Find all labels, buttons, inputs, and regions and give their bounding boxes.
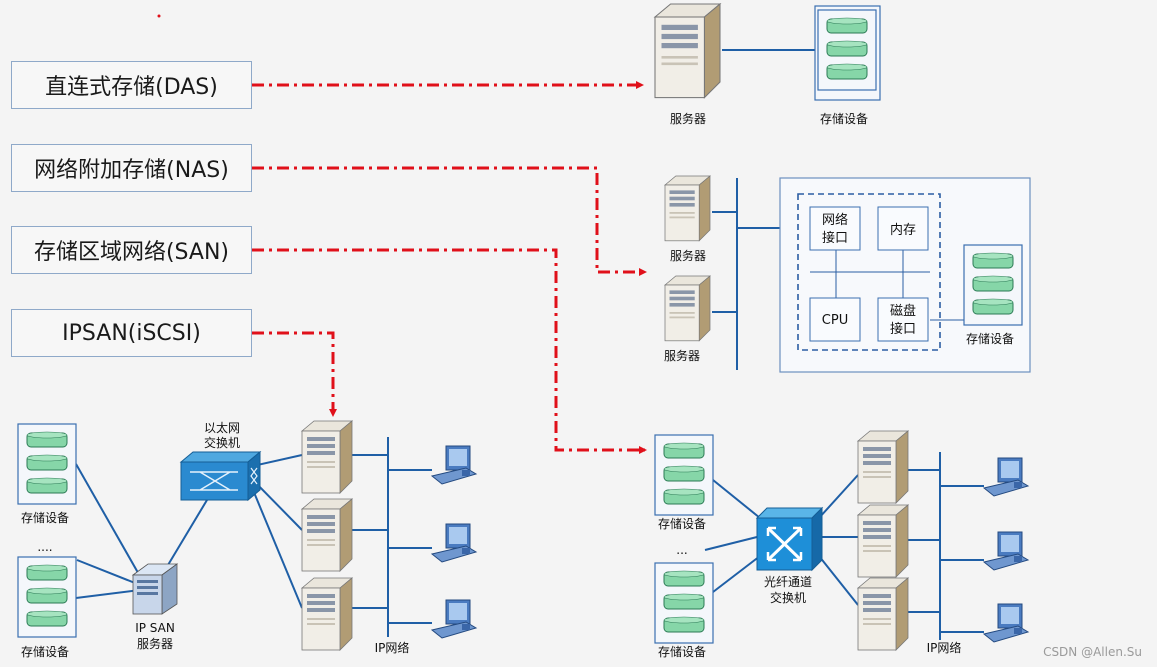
nas-network-interface-line2: 接口 — [822, 230, 848, 246]
ipsan-arrow — [252, 331, 337, 417]
ipsan-ip-network-caption: IP网络 — [375, 640, 410, 655]
nas-server-top-caption: 服务器 — [670, 248, 706, 263]
san-ellipsis: ... — [676, 543, 687, 557]
nas-storage-icon — [963, 244, 1023, 326]
ipsan-pc-1-icon — [431, 445, 477, 485]
ip-san-server-caption-line1: IP SAN — [135, 621, 175, 635]
san-storage-top-caption: 存储设备 — [658, 516, 706, 531]
ipsan-server-2-icon — [301, 498, 353, 572]
ipsan-server-1-icon — [301, 420, 353, 494]
fibre-channel-switch-icon — [755, 506, 824, 572]
fibre-channel-switch-caption-line1: 光纤通道 — [764, 575, 812, 589]
ethernet-switch-caption-line2: 交换机 — [204, 435, 240, 450]
san-pc-2-icon — [983, 531, 1029, 571]
nas-memory-label: 内存 — [890, 222, 916, 238]
ipsan-server-3-icon — [301, 577, 353, 651]
ipsan-label: IPSAN(iSCSI) — [11, 309, 252, 357]
ipsan-storage-top-icon — [17, 423, 77, 505]
nas-memory — [877, 206, 929, 251]
nas-arrow — [252, 166, 647, 276]
ipsan-ellipsis: .... — [37, 540, 52, 554]
nas-cpu-label: CPU — [822, 313, 848, 328]
san-storage-bottom-icon — [654, 562, 714, 644]
das-storage-caption: 存储设备 — [820, 111, 868, 126]
das-storage-icon — [817, 9, 877, 91]
nas-server-bottom-icon — [664, 275, 711, 342]
san-server-3-icon — [857, 577, 909, 651]
ethernet-switch-caption-line1: 以太网 — [204, 420, 240, 435]
das-label: 直连式存储(DAS) — [11, 61, 252, 109]
san-storage-top-icon — [654, 434, 714, 516]
san-server-2-icon — [857, 504, 909, 578]
ethernet-switch-icon — [179, 450, 262, 502]
nas-cpu — [809, 297, 861, 342]
ipsan-storage-bottom-caption: 存储设备 — [21, 644, 69, 659]
nas-server-bottom-caption: 服务器 — [664, 348, 700, 363]
nas-network-interface — [809, 206, 861, 251]
nas-controller-box — [797, 193, 941, 351]
ip-san-server-caption-line2: 服务器 — [137, 636, 173, 651]
ipsan-storage-top-caption: 存储设备 — [21, 510, 69, 525]
san-pc-1-icon — [983, 457, 1029, 497]
das-server-icon — [654, 3, 721, 99]
nas-storage-caption: 存储设备 — [966, 331, 1014, 346]
red-dot — [157, 14, 161, 18]
san-pc-3-icon — [983, 603, 1029, 643]
san-storage-bottom-caption: 存储设备 — [658, 644, 706, 659]
ipsan-storage-bottom-icon — [17, 556, 77, 638]
nas-disk-interface-line2: 接口 — [890, 321, 916, 337]
fibre-channel-switch-caption-line2: 交换机 — [770, 590, 806, 605]
san-server-1-icon — [857, 430, 909, 504]
san-ip-network-caption: IP网络 — [927, 640, 962, 655]
das-server-caption: 服务器 — [670, 111, 706, 126]
watermark: CSDN @Allen.Su — [1043, 645, 1142, 659]
nas-disk-interface-line1: 磁盘 — [890, 303, 916, 319]
ipsan-pc-3-icon — [431, 599, 477, 639]
nas-network-interface-line1: 网络 — [822, 212, 848, 228]
san-label: 存储区域网络(SAN) — [11, 226, 252, 274]
ip-san-server-icon — [131, 563, 179, 615]
nas-disk-interface — [877, 297, 929, 342]
san-arrow — [252, 248, 647, 454]
ipsan-pc-2-icon — [431, 523, 477, 563]
nas-label: 网络附加存储(NAS) — [11, 144, 252, 192]
nas-server-top-icon — [664, 175, 711, 242]
